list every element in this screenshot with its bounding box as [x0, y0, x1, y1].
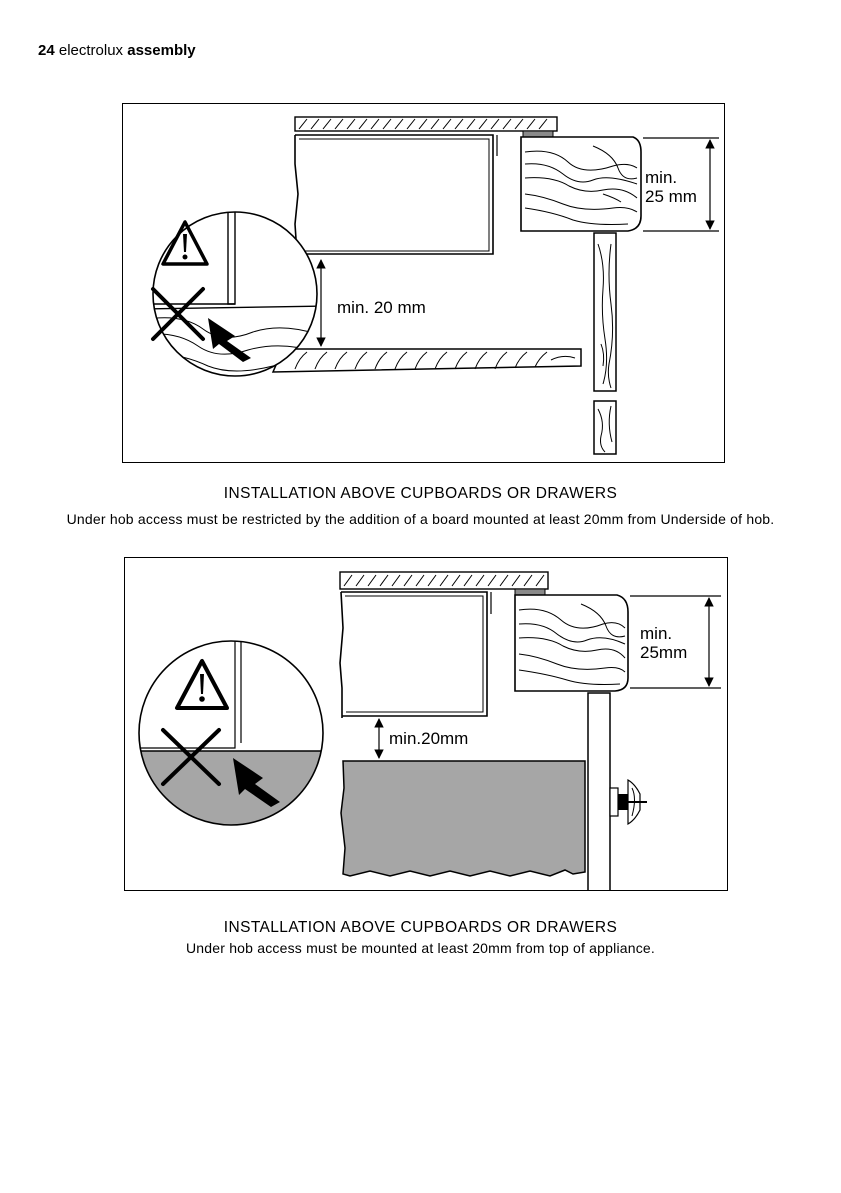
arrow-icon [208, 318, 251, 362]
prohibited-cross-icon [161, 728, 221, 786]
page-number: 24 [38, 42, 55, 59]
installation-drawing-2 [138, 571, 721, 890]
hob-body [339, 591, 492, 718]
warning-triangle-icon [161, 220, 209, 266]
appliance-below [340, 760, 586, 877]
section-title: assembly [127, 42, 196, 59]
caption-text-2: Under hob access must be mounted at leas… [185, 940, 656, 956]
dim-top-line1: min. [645, 168, 678, 187]
dim-top-line1: min. [640, 624, 673, 643]
caption-title-2: INSTALLATION ABOVE CUPBOARDS OR DRAWERS [223, 919, 618, 936]
prohibited-cross-icon [151, 287, 205, 341]
dim-top-label: min. 25mm [640, 624, 687, 662]
worktop-hatched [294, 116, 558, 138]
page-header: 24 electrolux assembly [38, 42, 196, 60]
wood-worktop [514, 594, 629, 692]
dim-gap-label: min. 20 mm [337, 298, 426, 317]
cabinet-side-panel [593, 232, 617, 455]
dim-gap-label: min.20mm [389, 729, 469, 748]
dim-top-line2: 25 mm [645, 187, 697, 206]
warning-triangle-icon [175, 659, 229, 710]
protective-board [271, 348, 582, 373]
wood-worktop [520, 136, 642, 232]
caption-text-1: Under hob access must be restricted by t… [66, 511, 775, 527]
cabinet-knob [609, 778, 647, 826]
worktop-hatched [339, 571, 549, 596]
installation-drawing-1 [151, 116, 719, 455]
dimension-lines [374, 595, 721, 759]
caption-title-1: INSTALLATION ABOVE CUPBOARDS OR DRAWERS [223, 485, 618, 502]
arrow-icon [233, 758, 280, 807]
warning-inset [138, 640, 324, 826]
hob-body [294, 134, 498, 257]
dim-top-label: min. 25 mm [645, 168, 697, 206]
dimension-lines [316, 137, 719, 347]
dim-top-line2: 25mm [640, 643, 688, 662]
installation-figure-board: min. 25 mm min. 20 mm [122, 103, 725, 463]
cabinet-side-panel [587, 692, 611, 890]
installation-figure-appliance: min. 25mm min.20mm [124, 557, 728, 891]
brand-name: electrolux [58, 42, 124, 59]
